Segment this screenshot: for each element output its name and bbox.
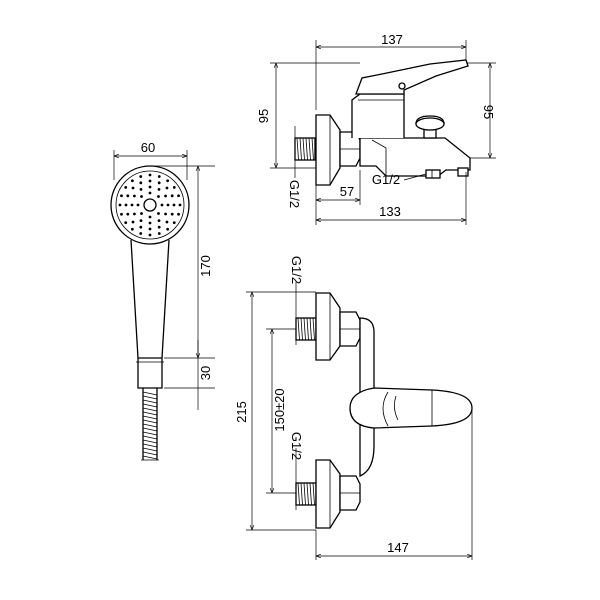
side-height-left-label: 95 <box>256 109 271 123</box>
spray-nozzles <box>118 173 182 237</box>
handshower-length-label: 170 <box>198 255 213 277</box>
side-thread-left-label: G1/2 <box>287 180 302 208</box>
side-thread-outlet-label: G1/2 <box>372 172 400 187</box>
front-width-label: 147 <box>387 540 409 555</box>
side-offset-label: 57 <box>340 184 354 199</box>
front-height-label: 215 <box>234 401 249 423</box>
inlet-thread-bottom <box>297 482 315 506</box>
side-length-label: 137 <box>381 32 403 47</box>
front-centers-label: 150±20 <box>272 388 287 431</box>
side-depth-label: 133 <box>379 204 401 219</box>
handshower-handle-label: 30 <box>198 366 213 380</box>
inlet-thread <box>296 137 314 161</box>
front-thread-bottom-label: G1/2 <box>289 432 304 460</box>
side-height-right-label: 95 <box>481 105 496 119</box>
handshower-width-label: 60 <box>141 140 155 155</box>
shower-head <box>110 165 190 245</box>
mixer-side-view: 137 95 95 G1/2 <box>256 32 496 225</box>
inlet-thread-top <box>297 317 315 341</box>
hand-shower: 60 170 30 <box>110 140 215 461</box>
hose <box>142 391 158 460</box>
mixer-front-view: G1/2 G1/2 215 150±20 <box>234 256 473 560</box>
front-thread-top-label: G1/2 <box>289 256 304 284</box>
